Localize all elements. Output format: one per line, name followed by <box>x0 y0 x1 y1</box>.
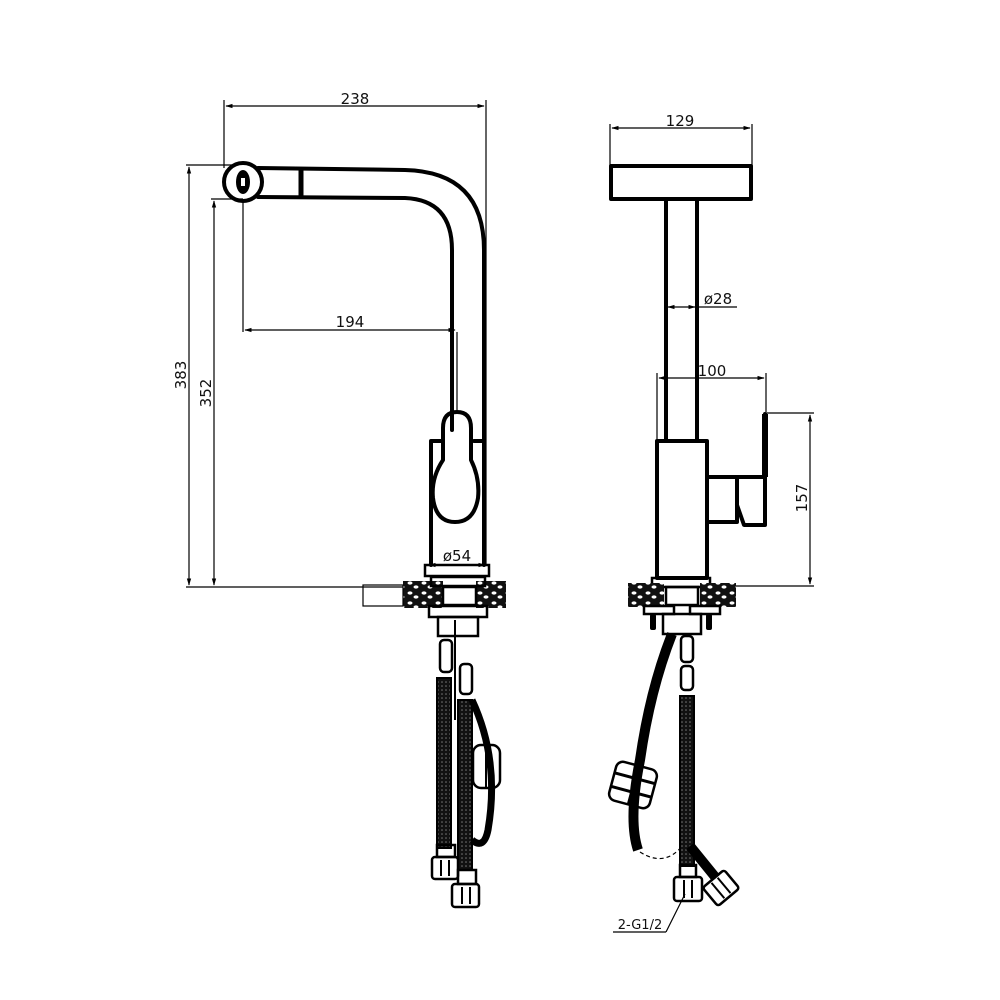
svg-text:129: 129 <box>666 112 695 130</box>
dim-base-diameter: ø54 <box>428 547 486 568</box>
spout-outline <box>256 166 486 442</box>
handle-side <box>705 475 739 524</box>
mount-shank <box>441 585 478 607</box>
dim-tube-diameter: ø28 <box>667 290 737 310</box>
supply-hoses <box>430 620 502 909</box>
faucet-body-side <box>655 439 709 580</box>
base-collar <box>423 563 491 578</box>
hose-guide <box>362 584 404 607</box>
svg-text:2-G1/2: 2-G1/2 <box>618 918 662 933</box>
faucet-body <box>429 439 486 567</box>
dim-spout-height: 352 <box>197 198 243 586</box>
countertop-left-side <box>628 583 664 607</box>
svg-text:238: 238 <box>341 90 370 108</box>
hose-nut-side-1 <box>672 875 704 903</box>
hose-nut-side-2 <box>702 869 740 907</box>
handle-lever <box>430 410 481 524</box>
hose-nut-2 <box>450 882 481 909</box>
dim-head-width: 129 <box>609 112 753 166</box>
spout-inner-outline <box>256 195 454 432</box>
svg-text:ø28: ø28 <box>704 290 732 308</box>
dim-overall-height: 383 <box>172 164 232 586</box>
hose-nut-1 <box>430 855 460 881</box>
svg-text:157: 157 <box>793 484 811 513</box>
supply-hoses-side <box>607 632 740 907</box>
mounting-stud-side <box>661 612 703 636</box>
svg-text:383: 383 <box>172 361 190 390</box>
spray-head-side <box>609 164 753 201</box>
countertop-right-side <box>700 583 736 607</box>
dim-spout-reach: 194 <box>242 200 458 412</box>
front-view: 238 194 383 352 ø54 <box>172 90 506 909</box>
side-view: 129 ø28 100 157 2-G1/2 <box>607 112 814 933</box>
svg-text:194: 194 <box>336 313 365 331</box>
svg-text:ø54: ø54 <box>443 547 471 565</box>
dim-handle-projection: 100 <box>656 362 767 441</box>
mounting-stud <box>436 615 480 638</box>
svg-text:100: 100 <box>698 362 727 380</box>
svg-text:352: 352 <box>197 379 215 408</box>
thread-callout: 2-G1/2 <box>613 893 686 933</box>
dim-overall-width: 238 <box>223 90 487 565</box>
dim-handle-height: 157 <box>736 412 814 587</box>
